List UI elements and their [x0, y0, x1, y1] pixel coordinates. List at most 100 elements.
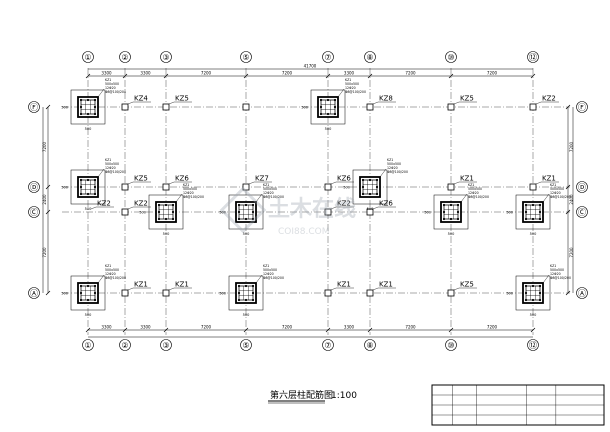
rebar-dot: [333, 98, 337, 102]
dim-bottom-text: 7200: [201, 325, 212, 330]
section-size-bottom: 500: [85, 313, 92, 317]
axis-label-vertical: ⑤: [242, 341, 249, 350]
axis-label-horizontal: Ⓐ: [30, 289, 38, 298]
column-body: [77, 176, 99, 198]
column-body: [77, 96, 99, 118]
axis-label-horizontal: Ⓒ: [30, 208, 38, 217]
rebar-dot: [442, 210, 446, 214]
axis-label-vertical: ③: [162, 53, 169, 62]
section-size-left: 500: [506, 292, 513, 296]
rebar-dot: [244, 217, 248, 221]
section-size-bottom: 500: [530, 313, 537, 317]
rebar-note: KZ1: [550, 183, 556, 187]
axis-label-vertical: ⑧: [366, 53, 373, 62]
dim-top-text: 7200: [405, 71, 416, 76]
label-leader: [453, 181, 460, 185]
rebar-note: 12Φ20: [183, 191, 194, 195]
section-outline: [70, 275, 106, 311]
dim-bottom-tick: [122, 327, 128, 333]
column-marker: [529, 103, 537, 111]
watermark-main-text: 土木在线: [268, 196, 356, 222]
axis-label-vertical: ⑩: [447, 53, 454, 62]
column-body: [317, 96, 339, 118]
dim-left-tick: [45, 104, 51, 110]
dim-bottom-tick: [85, 327, 91, 333]
axis-bubble-left: [28, 287, 40, 299]
column-marker: [447, 183, 455, 191]
dim-top-tick: [530, 73, 536, 79]
column-marker: [121, 208, 129, 216]
column-marker: [242, 183, 250, 191]
rebar-dot: [538, 284, 542, 288]
section-size-left: 500: [61, 186, 68, 190]
leader-line: [337, 88, 345, 98]
column-marker: [162, 103, 170, 111]
rebar-dot: [157, 203, 161, 207]
axis-label-horizontal: Ⓕ: [30, 103, 38, 112]
leader-line: [379, 168, 387, 178]
rebar-dot: [531, 217, 535, 221]
rebar-dot: [319, 105, 323, 109]
rebar-dot: [93, 291, 97, 295]
axis-label-vertical: ①: [84, 341, 91, 350]
dim-bottom-text: 7200: [405, 325, 416, 330]
rebar-dot: [244, 298, 248, 302]
dim-bottom-tick: [530, 327, 536, 333]
rebar-note: 500x500: [387, 162, 401, 166]
rebar-dot: [237, 217, 241, 221]
rebar-note: 12Φ20: [387, 166, 398, 170]
axis-bubble-top: [445, 51, 457, 63]
label-leader: [372, 206, 379, 210]
axis-label-vertical: ②: [121, 341, 128, 350]
axis-bubble-left: [28, 206, 40, 218]
leader-line: [175, 193, 183, 203]
rebar-note: KZ1: [345, 78, 351, 82]
axis-bubble-left: [28, 101, 40, 113]
axis-label-horizontal: Ⓐ: [578, 289, 586, 298]
dim-top-tick: [325, 73, 331, 79]
column-label: KZ6: [175, 175, 189, 183]
column-label: KZ6: [379, 200, 393, 208]
dim-top-tick: [243, 73, 249, 79]
dim-right-tick: [565, 104, 571, 110]
rebar-dot: [524, 291, 528, 295]
rebar-note: Φ8@100/200: [263, 276, 284, 280]
column-label: KZ4: [134, 95, 148, 103]
axis-label-vertical: ②: [121, 53, 128, 62]
dim-top-tick: [85, 73, 91, 79]
dim-top-tick: [367, 73, 373, 79]
rebar-dot: [79, 178, 83, 182]
axis-label-horizontal: Ⓓ: [578, 183, 586, 192]
dim-right-text: 7200: [569, 141, 574, 152]
section-outline: [310, 89, 346, 125]
rebar-dot: [538, 203, 542, 207]
rebar-dot: [237, 210, 241, 214]
rebar-note: 12Φ20: [105, 86, 116, 90]
rebar-dot: [164, 203, 168, 207]
section-size-left: 500: [219, 292, 226, 296]
dim-left-tick: [45, 290, 51, 296]
rebar-dot: [86, 284, 90, 288]
section-outline: [70, 169, 106, 205]
dim-left-tick: [45, 184, 51, 190]
rebar-note: Φ8@100/200: [550, 276, 571, 280]
rebar-dot: [79, 291, 83, 295]
column-marker: [366, 289, 374, 297]
column-body: [440, 201, 462, 223]
rebar-note: KZ1: [105, 78, 111, 82]
section-size-bottom: 500: [163, 232, 170, 236]
rebar-dot: [79, 112, 83, 116]
rebar-note: KZ1: [468, 183, 474, 187]
rebar-dot: [79, 284, 83, 288]
dim-bottom-tick: [367, 327, 373, 333]
column-marker: [121, 183, 129, 191]
label-leader: [535, 181, 542, 185]
column-marker: [324, 183, 332, 191]
rebar-note: KZ1: [263, 183, 269, 187]
rebar-note: Φ8@100/200: [387, 170, 408, 174]
